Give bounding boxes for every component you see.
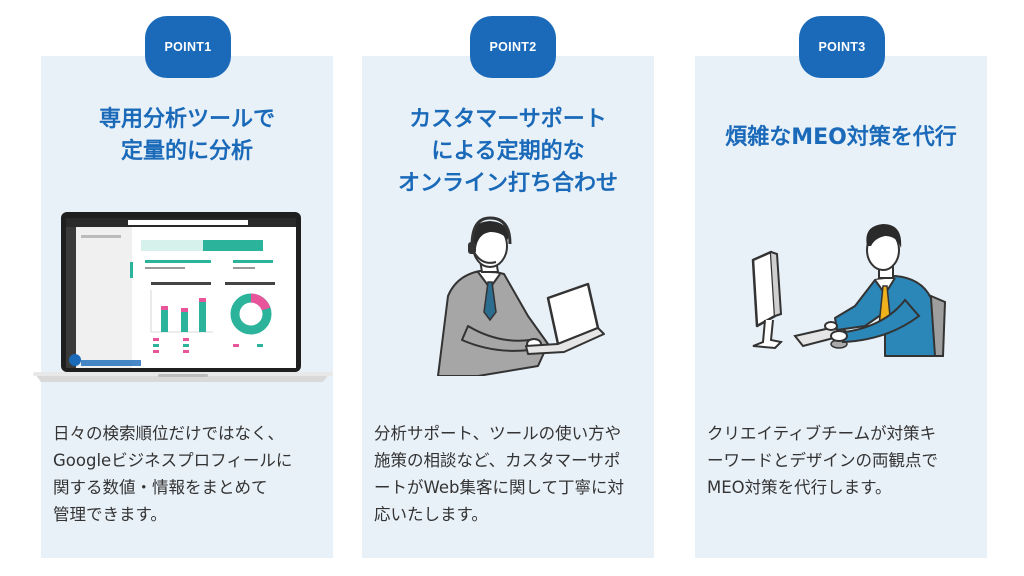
point1-title: 専用分析ツールで 定量的に分析 bbox=[41, 104, 333, 168]
desc-line: MEO対策を代行します。 bbox=[707, 478, 892, 497]
desc-line: 関する数値・情報をまとめて bbox=[53, 478, 268, 497]
point1-card: 専用分析ツールで 定量的に分析 bbox=[33, 56, 333, 558]
point2-card: カスタマーサポート による定期的な オンライン打ち合わせ 分析サポート、ツールの… bbox=[362, 56, 654, 558]
title-line: オンライン打ち合わせ bbox=[397, 171, 618, 196]
point1-badge: POINT1 bbox=[145, 16, 231, 78]
desc-line: ーワードとデザインの両観点で bbox=[707, 451, 938, 470]
title-line: カスタマーサポート bbox=[409, 107, 607, 132]
desc-line: クリエイティブチームが対策キ bbox=[707, 424, 937, 443]
point1-description: 日々の検索順位だけではなく、 Googleビジネスプロフィールに 関する数値・情… bbox=[53, 420, 325, 528]
title-line: 定量的に分析 bbox=[120, 139, 253, 164]
laptop-dashboard-icon bbox=[33, 212, 333, 382]
desc-line: Googleビジネスプロフィールに bbox=[53, 451, 293, 470]
headset-person-icon bbox=[437, 216, 605, 376]
desc-line: 施策の相談など、カスタマーサポ bbox=[374, 451, 621, 470]
desc-line: 分析サポート、ツールの使い方や bbox=[374, 424, 622, 443]
point3-card: 煩雑なMEO対策を代行 クリエイティブチームが対策キ ーワードとデザインの両観点… bbox=[695, 56, 987, 558]
desc-line: 応いたします。 bbox=[374, 505, 488, 524]
desc-line: 日々の検索順位だけではなく、 bbox=[53, 424, 284, 443]
point3-description: クリエイティブチームが対策キ ーワードとデザインの両観点で MEO対策を代行しま… bbox=[707, 420, 979, 501]
title-line: による定期的な bbox=[431, 139, 585, 164]
title-line: 煩雑なMEO対策を代行 bbox=[725, 125, 957, 150]
title-line: 専用分析ツールで bbox=[98, 107, 275, 132]
desc-line: 管理できます。 bbox=[53, 505, 167, 524]
point3-title: 煩雑なMEO対策を代行 bbox=[695, 122, 987, 154]
point2-title: カスタマーサポート による定期的な オンライン打ち合わせ bbox=[362, 104, 654, 200]
point2-description: 分析サポート、ツールの使い方や 施策の相談など、カスタマーサポ ートがWeb集客… bbox=[374, 420, 646, 528]
desc-line: ートがWeb集客に関して丁寧に対 bbox=[374, 478, 624, 497]
person-desktop-icon bbox=[751, 224, 947, 357]
point2-badge: POINT2 bbox=[470, 16, 556, 78]
point3-badge: POINT3 bbox=[799, 16, 885, 78]
